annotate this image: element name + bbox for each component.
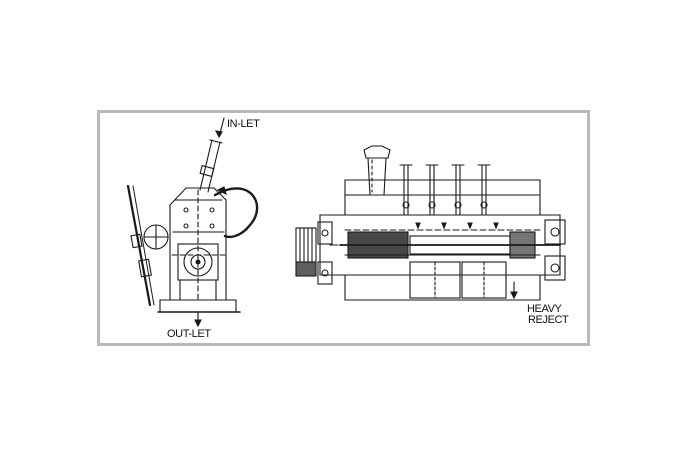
diagram-frame bbox=[97, 110, 590, 346]
left-bearings bbox=[317, 221, 333, 285]
drive-pulley bbox=[295, 227, 317, 277]
handwheel bbox=[143, 224, 169, 250]
inlet-label: IN-LET bbox=[227, 118, 260, 130]
front-view bbox=[295, 145, 566, 301]
inlet-pipe bbox=[199, 139, 223, 193]
rotor bbox=[339, 231, 561, 259]
spray-pipes bbox=[399, 164, 499, 230]
heavy-reject-label-line2: REJECT bbox=[528, 314, 569, 326]
heavy-reject-label-line1: HEAVY bbox=[527, 303, 562, 315]
heavy-reject-arrow bbox=[510, 281, 518, 300]
lever-arm bbox=[126, 184, 155, 307]
outlet-label: OUT-LET bbox=[167, 328, 211, 340]
right-bearings bbox=[544, 219, 566, 281]
side-view bbox=[126, 117, 259, 328]
reject-chamber bbox=[409, 261, 507, 299]
base bbox=[157, 279, 241, 313]
bearing bbox=[177, 243, 219, 281]
hose bbox=[213, 187, 259, 239]
outlet-arrow bbox=[194, 311, 202, 328]
main-body bbox=[319, 179, 561, 301]
inlet-arrow bbox=[215, 117, 225, 139]
top-inlet bbox=[363, 145, 391, 196]
